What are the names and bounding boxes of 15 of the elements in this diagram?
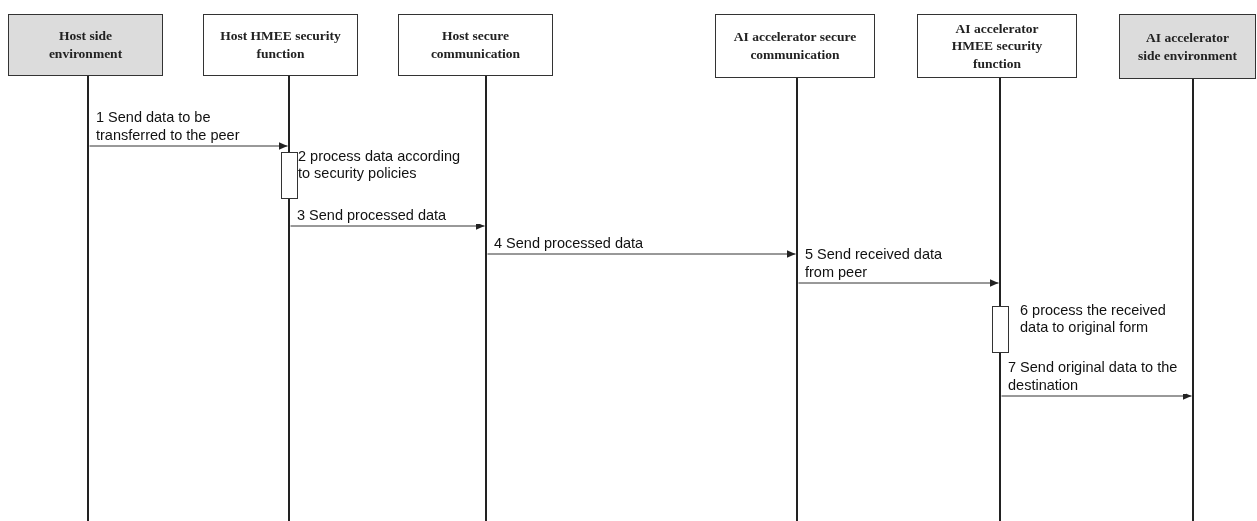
participant-name: Host secure communication (429, 27, 522, 63)
edge-label: 7 Send original data to the destination (1008, 359, 1186, 394)
message-arrow (89, 142, 288, 150)
step-note: 6 process the received data to original form (1020, 302, 1167, 337)
participant-name: Host HMEE security function (220, 27, 341, 63)
participant-name: AI accelerator secure communication (732, 28, 858, 64)
participant-name: AI accelerator HMEE security function (950, 19, 1044, 73)
participant-name: Host side environment (47, 27, 124, 63)
message-arrow (487, 250, 796, 258)
message-arrow (798, 279, 999, 287)
edge-label: 3 Send processed data (297, 206, 482, 224)
message-arrow (290, 222, 485, 230)
message-arrow (1001, 392, 1192, 400)
participant-name: AI accelerator side environment (1136, 28, 1239, 65)
step-note: 2 process data according to security policies (298, 148, 461, 183)
